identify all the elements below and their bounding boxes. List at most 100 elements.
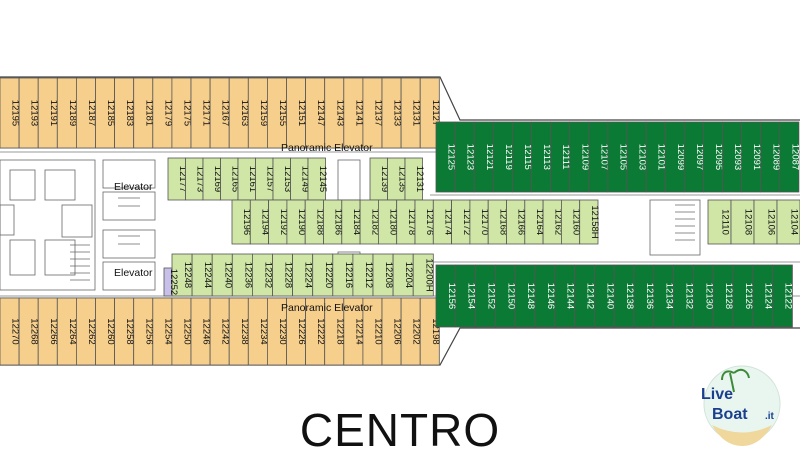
cabin-12149[interactable]: 12149 [290,157,311,201]
cabin-12146[interactable]: 12146 [534,264,556,328]
cabin-12130[interactable]: 12130 [693,264,714,328]
cabin-12151[interactable]: 12151 [286,77,308,149]
cabin-12144[interactable]: 12144 [554,264,576,328]
cabin-12162[interactable]: 12162 [542,199,563,245]
cabin-12119[interactable]: 12119 [492,121,514,193]
cabin-12087[interactable]: 12087 [779,121,800,193]
cabin-12218[interactable]: 12218 [324,297,346,366]
cabin-12160[interactable]: 12160 [561,199,582,245]
cabin-12193[interactable]: 12193 [18,77,40,149]
cabin-12164[interactable]: 12164 [524,199,545,245]
cabin-12152[interactable]: 12152 [475,264,497,328]
cabin-12110[interactable]: 12110 [707,199,732,245]
cabin-12147[interactable]: 12147 [305,77,327,149]
cabin-12148[interactable]: 12148 [514,264,536,328]
cabin-12141[interactable]: 12141 [343,77,365,149]
cabin-12186[interactable]: 12186 [323,199,344,245]
cabin-12125[interactable]: 12125 [435,121,457,193]
cabin-12168[interactable]: 12168 [487,199,508,245]
cabin-12161[interactable]: 12161 [237,157,258,201]
cabin-12108[interactable]: 12108 [730,199,755,245]
cabin-12177[interactable]: 12177 [167,157,188,201]
cabin-12165[interactable]: 12165 [220,157,241,201]
cabin-12228[interactable]: 12228 [272,253,294,297]
cabin-12163[interactable]: 12163 [228,77,250,149]
cabin-12089[interactable]: 12089 [760,121,782,193]
cabin-12170[interactable]: 12170 [469,199,490,245]
cabin-12143[interactable]: 12143 [324,77,346,149]
cabin-12184[interactable]: 12184 [341,199,362,245]
cabin-12159[interactable]: 12159 [247,77,269,149]
cabin-12185[interactable]: 12185 [95,77,117,149]
cabin-12260[interactable]: 12260 [95,297,117,366]
cabin-12246[interactable]: 12246 [190,297,212,366]
cabin-12105[interactable]: 12105 [607,121,629,193]
cabin-12158H[interactable]: 12158H [579,199,600,245]
cabin-12131[interactable]: 12131 [400,77,422,149]
cabin-12256[interactable]: 12256 [133,297,155,366]
cabin-12099[interactable]: 12099 [664,121,686,193]
cabin-12123[interactable]: 12123 [454,121,476,193]
cabin-12183[interactable]: 12183 [114,77,136,149]
cabin-12138[interactable]: 12138 [613,264,635,328]
cabin-12189[interactable]: 12189 [56,77,78,149]
cabin-12134[interactable]: 12134 [653,264,675,328]
cabin-12091[interactable]: 12091 [741,121,763,193]
cabin-12113[interactable]: 12113 [531,121,553,193]
cabin-12181[interactable]: 12181 [133,77,155,149]
cabin-12103[interactable]: 12103 [626,121,648,193]
cabin-12212[interactable]: 12212 [352,253,374,297]
cabin-12167[interactable]: 12167 [209,77,231,149]
cabin-12262[interactable]: 12262 [76,297,97,366]
cabin-12195[interactable]: 12195 [0,77,21,149]
cabin-12196[interactable]: 12196 [231,199,252,245]
cabin-12234[interactable]: 12234 [247,297,269,366]
cabin-12171[interactable]: 12171 [190,77,212,149]
cabin-12169[interactable]: 12169 [202,157,223,201]
cabin-12135[interactable]: 12135 [387,157,408,201]
cabin-12127[interactable]: 12127 [419,77,441,149]
cabin-12132[interactable]: 12132 [673,264,695,328]
cabin-12224[interactable]: 12224 [292,253,314,297]
cabin-12142[interactable]: 12142 [574,264,596,328]
cabin-12133[interactable]: 12133 [381,77,403,149]
cabin-12236[interactable]: 12236 [231,253,253,297]
cabin-12240[interactable]: 12240 [211,253,233,297]
cabin-12111[interactable]: 12111 [550,121,572,193]
cabin-12166[interactable]: 12166 [506,199,527,245]
cabin-12268[interactable]: 12268 [18,297,40,366]
cabin-12242[interactable]: 12242 [209,297,231,366]
cabin-12258[interactable]: 12258 [114,297,136,366]
cabin-12106[interactable]: 12106 [753,199,778,245]
cabin-12175[interactable]: 12175 [171,77,193,149]
cabin-12115[interactable]: 12115 [512,121,533,193]
cabin-12126[interactable]: 12126 [732,264,754,328]
cabin-12216[interactable]: 12216 [332,253,354,297]
cabin-12220[interactable]: 12220 [312,253,334,297]
cabin-12194[interactable]: 12194 [249,199,270,245]
cabin-12157[interactable]: 12157 [255,157,276,201]
cabin-12154[interactable]: 12154 [455,264,477,328]
cabin-12122[interactable]: 12122 [772,264,794,328]
cabin-12244[interactable]: 12244 [191,253,213,297]
cabin-12107[interactable]: 12107 [588,121,610,193]
cabin-12192[interactable]: 12192 [268,199,289,245]
cabin-12270[interactable]: 12270 [0,297,21,366]
cabin-12187[interactable]: 12187 [76,77,97,149]
cabin-12250[interactable]: 12250 [171,297,193,366]
cabin-12156[interactable]: 12156 [435,264,457,328]
cabin-12190[interactable]: 12190 [286,199,307,245]
cabin-12104[interactable]: 12104 [776,199,800,245]
cabin-12238[interactable]: 12238 [228,297,250,366]
cabin-12188[interactable]: 12188 [304,199,325,245]
cabin-12093[interactable]: 12093 [722,121,744,193]
cabin-12136[interactable]: 12136 [633,264,655,328]
cabin-12097[interactable]: 12097 [683,121,705,193]
cabin-12254[interactable]: 12254 [152,297,174,366]
cabin-12095[interactable]: 12095 [703,121,724,193]
cabin-12150[interactable]: 12150 [494,264,516,328]
cabin-12182[interactable]: 12182 [359,199,380,245]
cabin-12145[interactable]: 12145 [307,157,328,201]
cabin-12174[interactable]: 12174 [432,199,453,245]
cabin-12139[interactable]: 12139 [369,157,390,201]
